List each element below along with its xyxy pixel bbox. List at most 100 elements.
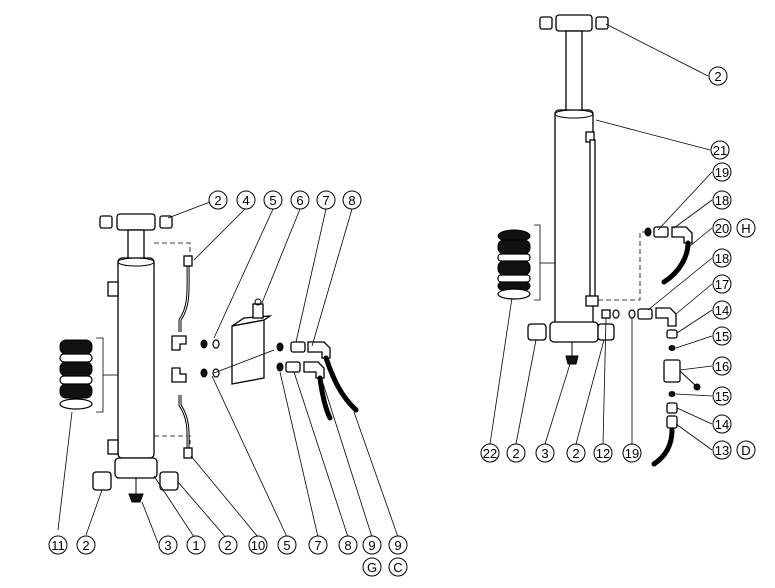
callout-label: 14 xyxy=(715,417,729,432)
callout-label: 1 xyxy=(192,538,199,553)
callout-circle xyxy=(593,443,613,463)
callout-label: 2 xyxy=(214,193,221,208)
callout-circle xyxy=(712,440,732,460)
left-upper-elbow xyxy=(171,335,187,351)
callout-19: C xyxy=(388,557,408,577)
left-valve-cartridge xyxy=(252,303,264,319)
callout-20: 2 xyxy=(708,66,728,86)
left-piston-rod xyxy=(127,229,145,263)
left-cylinder-barrel xyxy=(117,257,155,459)
callout-circle xyxy=(308,535,328,555)
callout-circle xyxy=(480,443,500,463)
callout-label: 9 xyxy=(394,538,401,553)
left-oring-2 xyxy=(212,339,220,349)
callout-circle xyxy=(736,218,756,238)
callout-label: 5 xyxy=(283,538,290,553)
callout-circle xyxy=(708,66,728,86)
callout-circle xyxy=(622,443,642,463)
callout-label: 14 xyxy=(715,303,729,318)
left-seal-kit xyxy=(59,339,93,410)
callout-circle xyxy=(712,274,732,294)
callout-37: 3 xyxy=(535,443,555,463)
callout-18: G xyxy=(362,557,382,577)
callout-25: H xyxy=(736,218,756,238)
callout-circle xyxy=(236,190,256,210)
right-fitting-14-lower xyxy=(666,402,678,414)
callout-31: 15 xyxy=(712,386,732,406)
right-oring-19 xyxy=(628,309,636,319)
callout-circle xyxy=(566,443,586,463)
callout-circle xyxy=(712,190,732,210)
callout-circle xyxy=(710,140,730,160)
callout-label: 17 xyxy=(715,277,729,292)
callout-label: 2 xyxy=(224,538,231,553)
left-hose-g xyxy=(317,375,333,421)
callout-circle xyxy=(736,440,756,460)
callout-8: 2 xyxy=(76,535,96,555)
callout-21: 21 xyxy=(710,140,730,160)
callout-label: 7 xyxy=(322,193,329,208)
callout-circle xyxy=(712,326,732,346)
right-hose-h xyxy=(661,240,691,285)
callout-label: 10 xyxy=(251,538,265,553)
callout-circle xyxy=(712,300,732,320)
callout-6: 8 xyxy=(342,190,362,210)
callout-label: 15 xyxy=(715,329,729,344)
right-top-bushing-right xyxy=(595,16,609,30)
left-valve-block xyxy=(231,319,265,385)
left-lower-port xyxy=(107,439,119,455)
callout-label: 2 xyxy=(82,538,89,553)
right-top-bushing-left xyxy=(539,16,553,30)
callout-9: 3 xyxy=(158,535,178,555)
callout-34: D xyxy=(736,440,756,460)
callout-label: 6 xyxy=(296,193,303,208)
callout-label: G xyxy=(367,560,377,575)
callout-circle xyxy=(338,535,358,555)
left-grease-nipple xyxy=(128,493,144,503)
callout-label: 7 xyxy=(314,538,321,553)
callout-circle xyxy=(290,190,310,210)
right-hose-d xyxy=(651,427,675,467)
callout-26: 18 xyxy=(712,248,732,268)
left-dash-top xyxy=(154,242,191,258)
right-upper-hose-fitting xyxy=(671,226,693,244)
left-upper-tube xyxy=(178,261,190,332)
right-fitting-14-upper xyxy=(666,329,678,339)
right-bottom-bushing-left xyxy=(527,323,547,341)
callout-32: 14 xyxy=(712,414,732,434)
right-rigid-tube xyxy=(589,139,596,301)
left-oring-3 xyxy=(200,368,208,378)
callout-11: 2 xyxy=(218,535,238,555)
left-adapter-lower xyxy=(285,361,301,373)
right-rod-eye xyxy=(555,14,593,32)
right-seal-15-upper xyxy=(668,345,676,351)
callout-circle xyxy=(712,218,732,238)
left-rod-eye xyxy=(116,213,156,231)
callout-circle xyxy=(76,535,96,555)
callout-label: 20 xyxy=(715,221,729,236)
left-oring-6 xyxy=(276,362,284,372)
right-valve-knob xyxy=(693,383,701,391)
callout-circle xyxy=(712,414,732,434)
callout-39: 12 xyxy=(593,443,613,463)
callout-2: 4 xyxy=(236,190,256,210)
right-upper-oring xyxy=(644,227,652,237)
callout-40: 19 xyxy=(622,443,642,463)
left-lower-tube-nut xyxy=(183,447,193,459)
callout-circle xyxy=(388,535,408,555)
callout-12: 10 xyxy=(248,535,268,555)
callout-circle xyxy=(263,190,283,210)
callout-13: 5 xyxy=(277,535,297,555)
right-seal-kit xyxy=(497,229,531,300)
callout-label: 16 xyxy=(715,359,729,374)
left-top-bushing-left xyxy=(99,215,113,229)
callout-label: 8 xyxy=(344,538,351,553)
right-seal-bracket xyxy=(534,224,541,301)
left-cylinder-assembly xyxy=(57,201,399,544)
callout-label: 19 xyxy=(625,446,639,461)
callout-label: 5 xyxy=(269,193,276,208)
callout-label: 2 xyxy=(714,69,721,84)
left-base-clevis xyxy=(114,457,158,479)
callout-circle xyxy=(248,535,268,555)
left-oring-5 xyxy=(276,342,284,352)
